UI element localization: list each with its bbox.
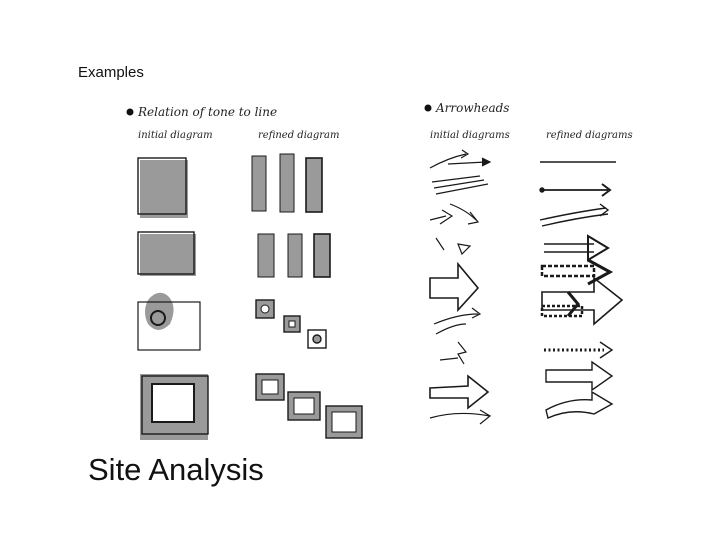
right-panel-title: Arrowheads [435, 101, 509, 115]
row3-refined [255, 299, 327, 349]
row3-initial [137, 292, 201, 351]
slide-title: Site Analysis [88, 452, 264, 487]
bullet-icon [126, 108, 134, 116]
examples-label: Examples [78, 64, 144, 81]
left-panel: Relation of tone to line initial diagram… [126, 105, 363, 440]
sketch-sheet: Relation of tone to line initial diagram… [126, 101, 633, 440]
row4-initial [140, 374, 209, 440]
bullet-icon [424, 104, 432, 112]
row2-refined [257, 233, 331, 278]
row1-refined [251, 153, 323, 213]
right-col-refined-label: refined diagrams [546, 130, 633, 141]
left-col-refined-label: refined diagram [258, 130, 340, 141]
left-col-initial-label: initial diagram [138, 130, 213, 141]
left-panel-title: Relation of tone to line [137, 105, 277, 119]
right-col-initial-label: initial diagrams [430, 130, 510, 141]
row2-initial [137, 231, 196, 276]
right-panel: Arrowheads initial diagrams refined diag… [424, 101, 633, 425]
initial-arrows [429, 149, 492, 425]
row1-initial [137, 157, 188, 218]
refined-arrows [539, 161, 624, 419]
row4-refined [255, 373, 363, 439]
